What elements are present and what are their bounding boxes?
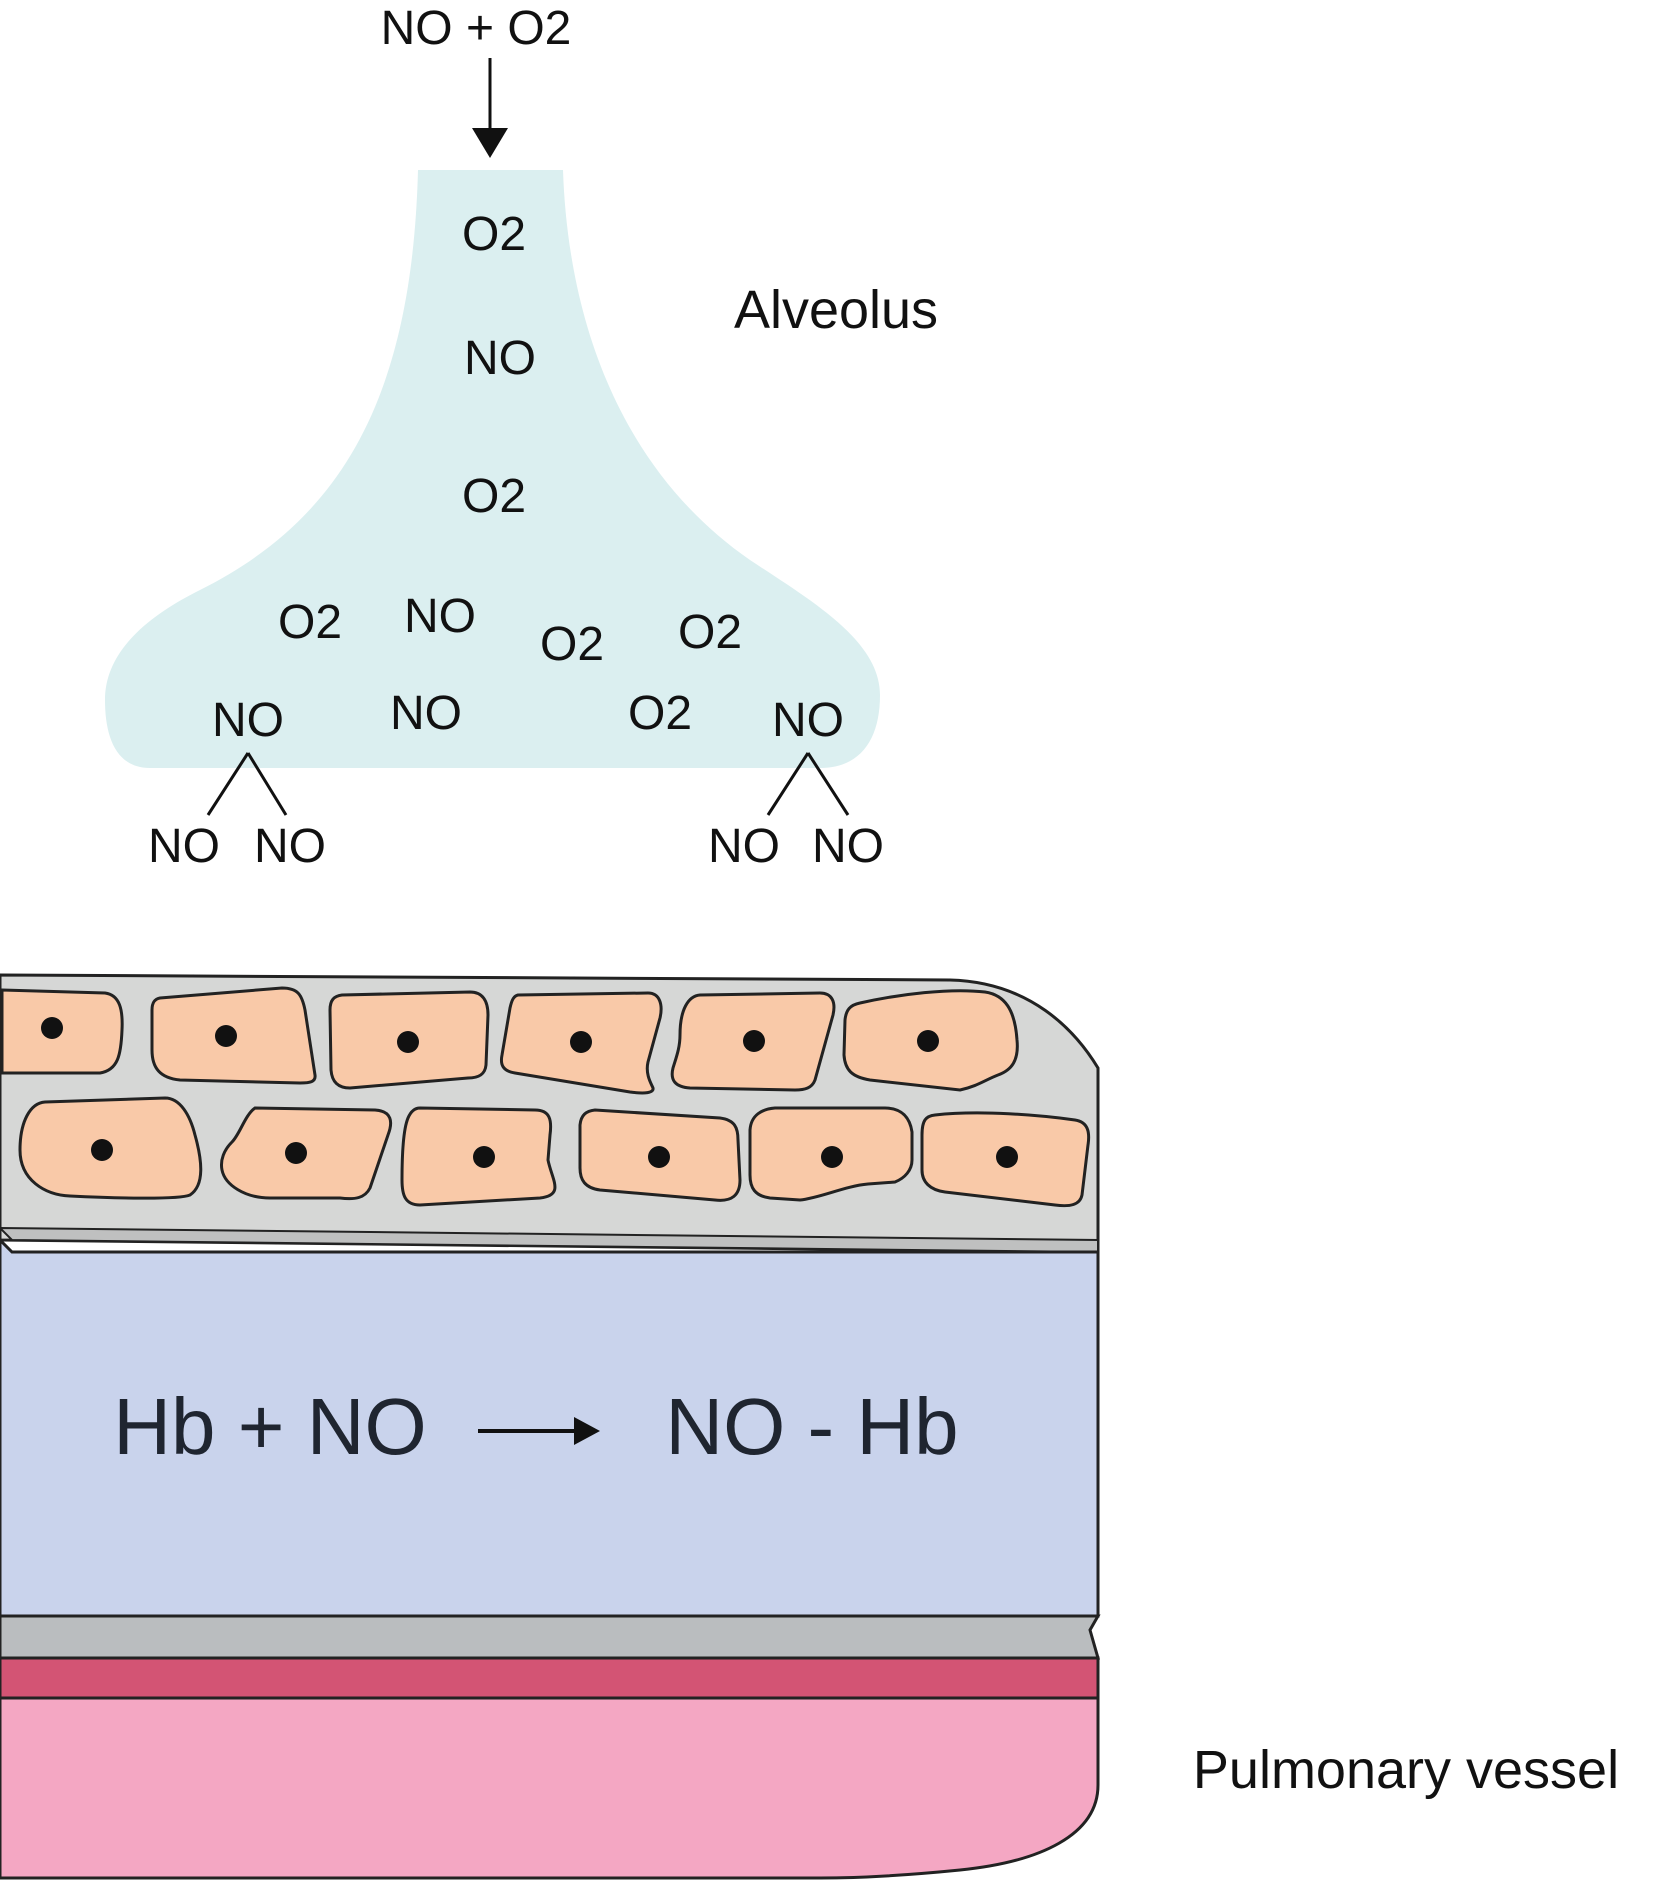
- molecule-no: NO: [254, 820, 326, 873]
- equation-arrow-head: [574, 1417, 600, 1445]
- nucleus: [570, 1031, 592, 1053]
- equation-reactants: Hb + NO: [113, 1382, 426, 1471]
- molecule-no: NO: [212, 694, 284, 747]
- vessel-lumen: [0, 1696, 1100, 1880]
- molecule-o2: O2: [462, 470, 526, 523]
- molecule-o2: O2: [462, 208, 526, 261]
- molecule-o2: O2: [678, 606, 742, 659]
- nucleus: [215, 1025, 237, 1047]
- diffused-molecules: NO NO NO NO: [148, 820, 884, 873]
- molecule-o2: O2: [278, 596, 342, 649]
- input-gas-label: NO + O2: [381, 2, 572, 55]
- diffusion-branches: [206, 752, 850, 816]
- molecule-no: NO: [708, 820, 780, 873]
- pulmonary-vessel-label: Pulmonary vessel: [1193, 1740, 1619, 1800]
- branch-line: [246, 752, 288, 816]
- branch-line: [766, 752, 810, 816]
- nucleus: [473, 1146, 495, 1168]
- cell-nuclei: [41, 1017, 1018, 1168]
- molecule-no: NO: [148, 820, 220, 873]
- equation-product: NO - Hb: [665, 1382, 958, 1471]
- molecule-no: NO: [464, 332, 536, 385]
- nucleus: [996, 1146, 1018, 1168]
- inflow-arrow-head: [472, 128, 508, 158]
- nucleus: [743, 1030, 765, 1052]
- molecule-no: NO: [404, 590, 476, 643]
- alveolus-molecules: O2 NO O2 O2 NO O2 O2 NO NO O2 NO: [212, 208, 844, 747]
- interstitium-layer: [0, 1237, 1100, 1618]
- molecule-o2: O2: [540, 618, 604, 671]
- alveolus-label: Alveolus: [734, 280, 938, 340]
- nucleus: [91, 1139, 113, 1161]
- molecule-no: NO: [390, 687, 462, 740]
- basement-membrane: [0, 1614, 1101, 1660]
- vessel-wall: [0, 1656, 1100, 1700]
- nucleus: [648, 1146, 670, 1168]
- molecule-no: NO: [812, 820, 884, 873]
- epithelial-cells: [0, 986, 1019, 1095]
- nucleus: [821, 1146, 843, 1168]
- nucleus: [285, 1142, 307, 1164]
- molecule-o2: O2: [628, 687, 692, 740]
- branch-line: [806, 752, 850, 816]
- alveolus-shape: [105, 170, 880, 768]
- nucleus: [41, 1017, 63, 1039]
- molecule-no: NO: [772, 694, 844, 747]
- nucleus: [917, 1030, 939, 1052]
- nucleus: [397, 1031, 419, 1053]
- branch-line: [206, 752, 250, 816]
